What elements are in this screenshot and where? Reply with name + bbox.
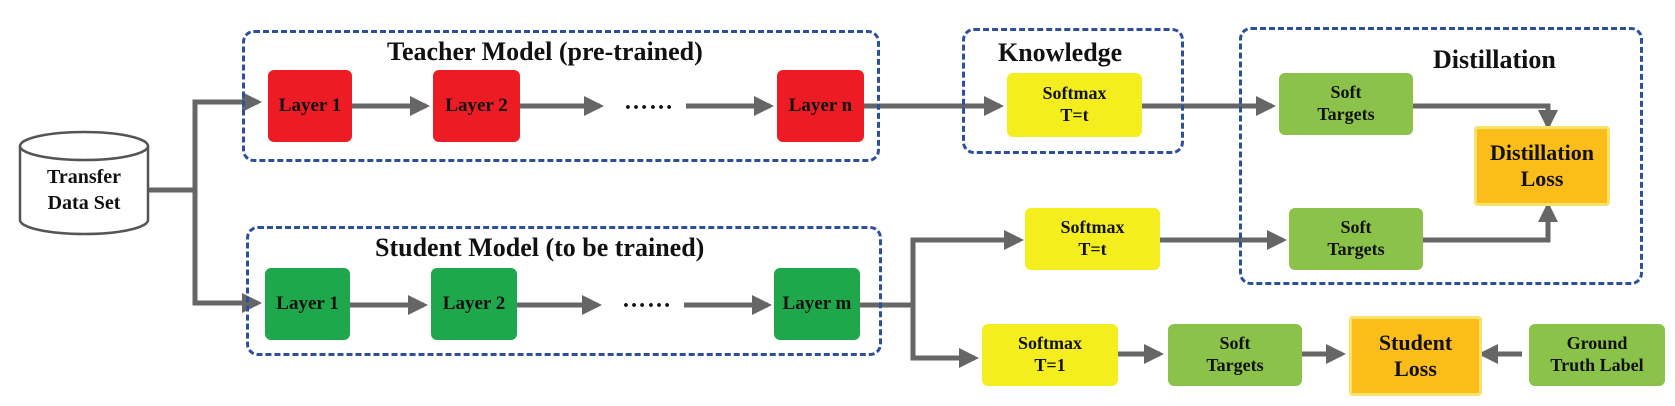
dataset-cylinder-shape — [18, 130, 150, 236]
teacher-soft-targets-line2: Targets — [1317, 104, 1375, 124]
teacher-softmax-line1: Softmax — [1042, 83, 1107, 104]
transfer-dataset: Transfer Data Set — [20, 164, 148, 216]
student-soft-targets-line1: Soft — [1219, 333, 1251, 354]
teacher-softmax-line2: T=t — [1060, 105, 1089, 125]
student-layer-2: Layer 2 — [431, 268, 517, 340]
student-softmax-t-line2: T=t — [1078, 239, 1107, 259]
distillation-loss-line1: Distillation — [1490, 139, 1594, 165]
student-layer-m: Layer m — [774, 268, 860, 340]
student-softmax-1: Softmax T=1 — [982, 324, 1118, 386]
student-soft-targets: Soft Targets — [1168, 324, 1302, 386]
student-layer-1: Layer 1 — [265, 268, 350, 340]
ground-truth-label: Ground Truth Label — [1529, 324, 1665, 386]
student-ellipsis: …… — [622, 287, 672, 313]
teacher-softmax: Softmax T=t — [1007, 73, 1142, 137]
teacher-soft-targets: Soft Targets — [1279, 73, 1413, 135]
student-softmax-t-line1: Softmax — [1060, 217, 1125, 238]
teacher-targets-to-loss-arrow — [1413, 103, 1558, 130]
distillation-frame — [1239, 27, 1643, 285]
distillation-title: Distillation — [1433, 45, 1556, 74]
dataset-label-line2: Data Set — [47, 192, 121, 214]
student-to-softmax-1-arrow — [910, 305, 979, 368]
student-loss: Student Loss — [1349, 316, 1482, 396]
student-model-title: Student Model (to be trained) — [375, 233, 705, 262]
teacher-soft-targets-line1: Soft — [1330, 82, 1362, 103]
teacher-model-title: Teacher Model (pre-trained) — [387, 37, 703, 66]
knowledge-frame — [962, 28, 1184, 154]
student-soft-targets-line2: Targets — [1206, 355, 1264, 375]
student-softmax-1-line2: T=1 — [1034, 355, 1066, 375]
student-targets-to-loss-arrow — [1423, 202, 1558, 243]
student-softmax-1-line1: Softmax — [1018, 333, 1082, 354]
teacher-layer-n: Layer n — [777, 70, 864, 142]
student-soft-targets-distill-line1: Soft — [1340, 217, 1372, 238]
student-soft-targets-distill: Soft Targets — [1289, 208, 1423, 270]
dataset-to-student-connector — [192, 190, 262, 313]
teacher-model-frame — [242, 30, 880, 162]
distillation-loss-line2: Loss — [1520, 166, 1564, 191]
teacher-layer-1: Layer 1 — [268, 70, 352, 142]
student-loss-line2: Loss — [1394, 356, 1437, 381]
student-softmax-t: Softmax T=t — [1025, 208, 1160, 270]
ground-truth-line1: Ground — [1566, 333, 1628, 354]
ground-truth-line2: Truth Label — [1550, 355, 1644, 375]
student-model-frame — [246, 226, 882, 356]
dataset-label-line1: Transfer — [46, 166, 122, 188]
knowledge-title: Knowledge — [998, 38, 1123, 67]
student-soft-targets-distill-line2: Targets — [1327, 239, 1385, 259]
student-to-softmax-t-arrow — [910, 230, 1024, 305]
distillation-loss: Distillation Loss — [1474, 126, 1610, 206]
student-loss-line1: Student — [1378, 329, 1453, 355]
dataset-connector — [148, 92, 262, 193]
teacher-ellipsis: …… — [624, 89, 674, 115]
teacher-layer-2: Layer 2 — [433, 70, 520, 142]
